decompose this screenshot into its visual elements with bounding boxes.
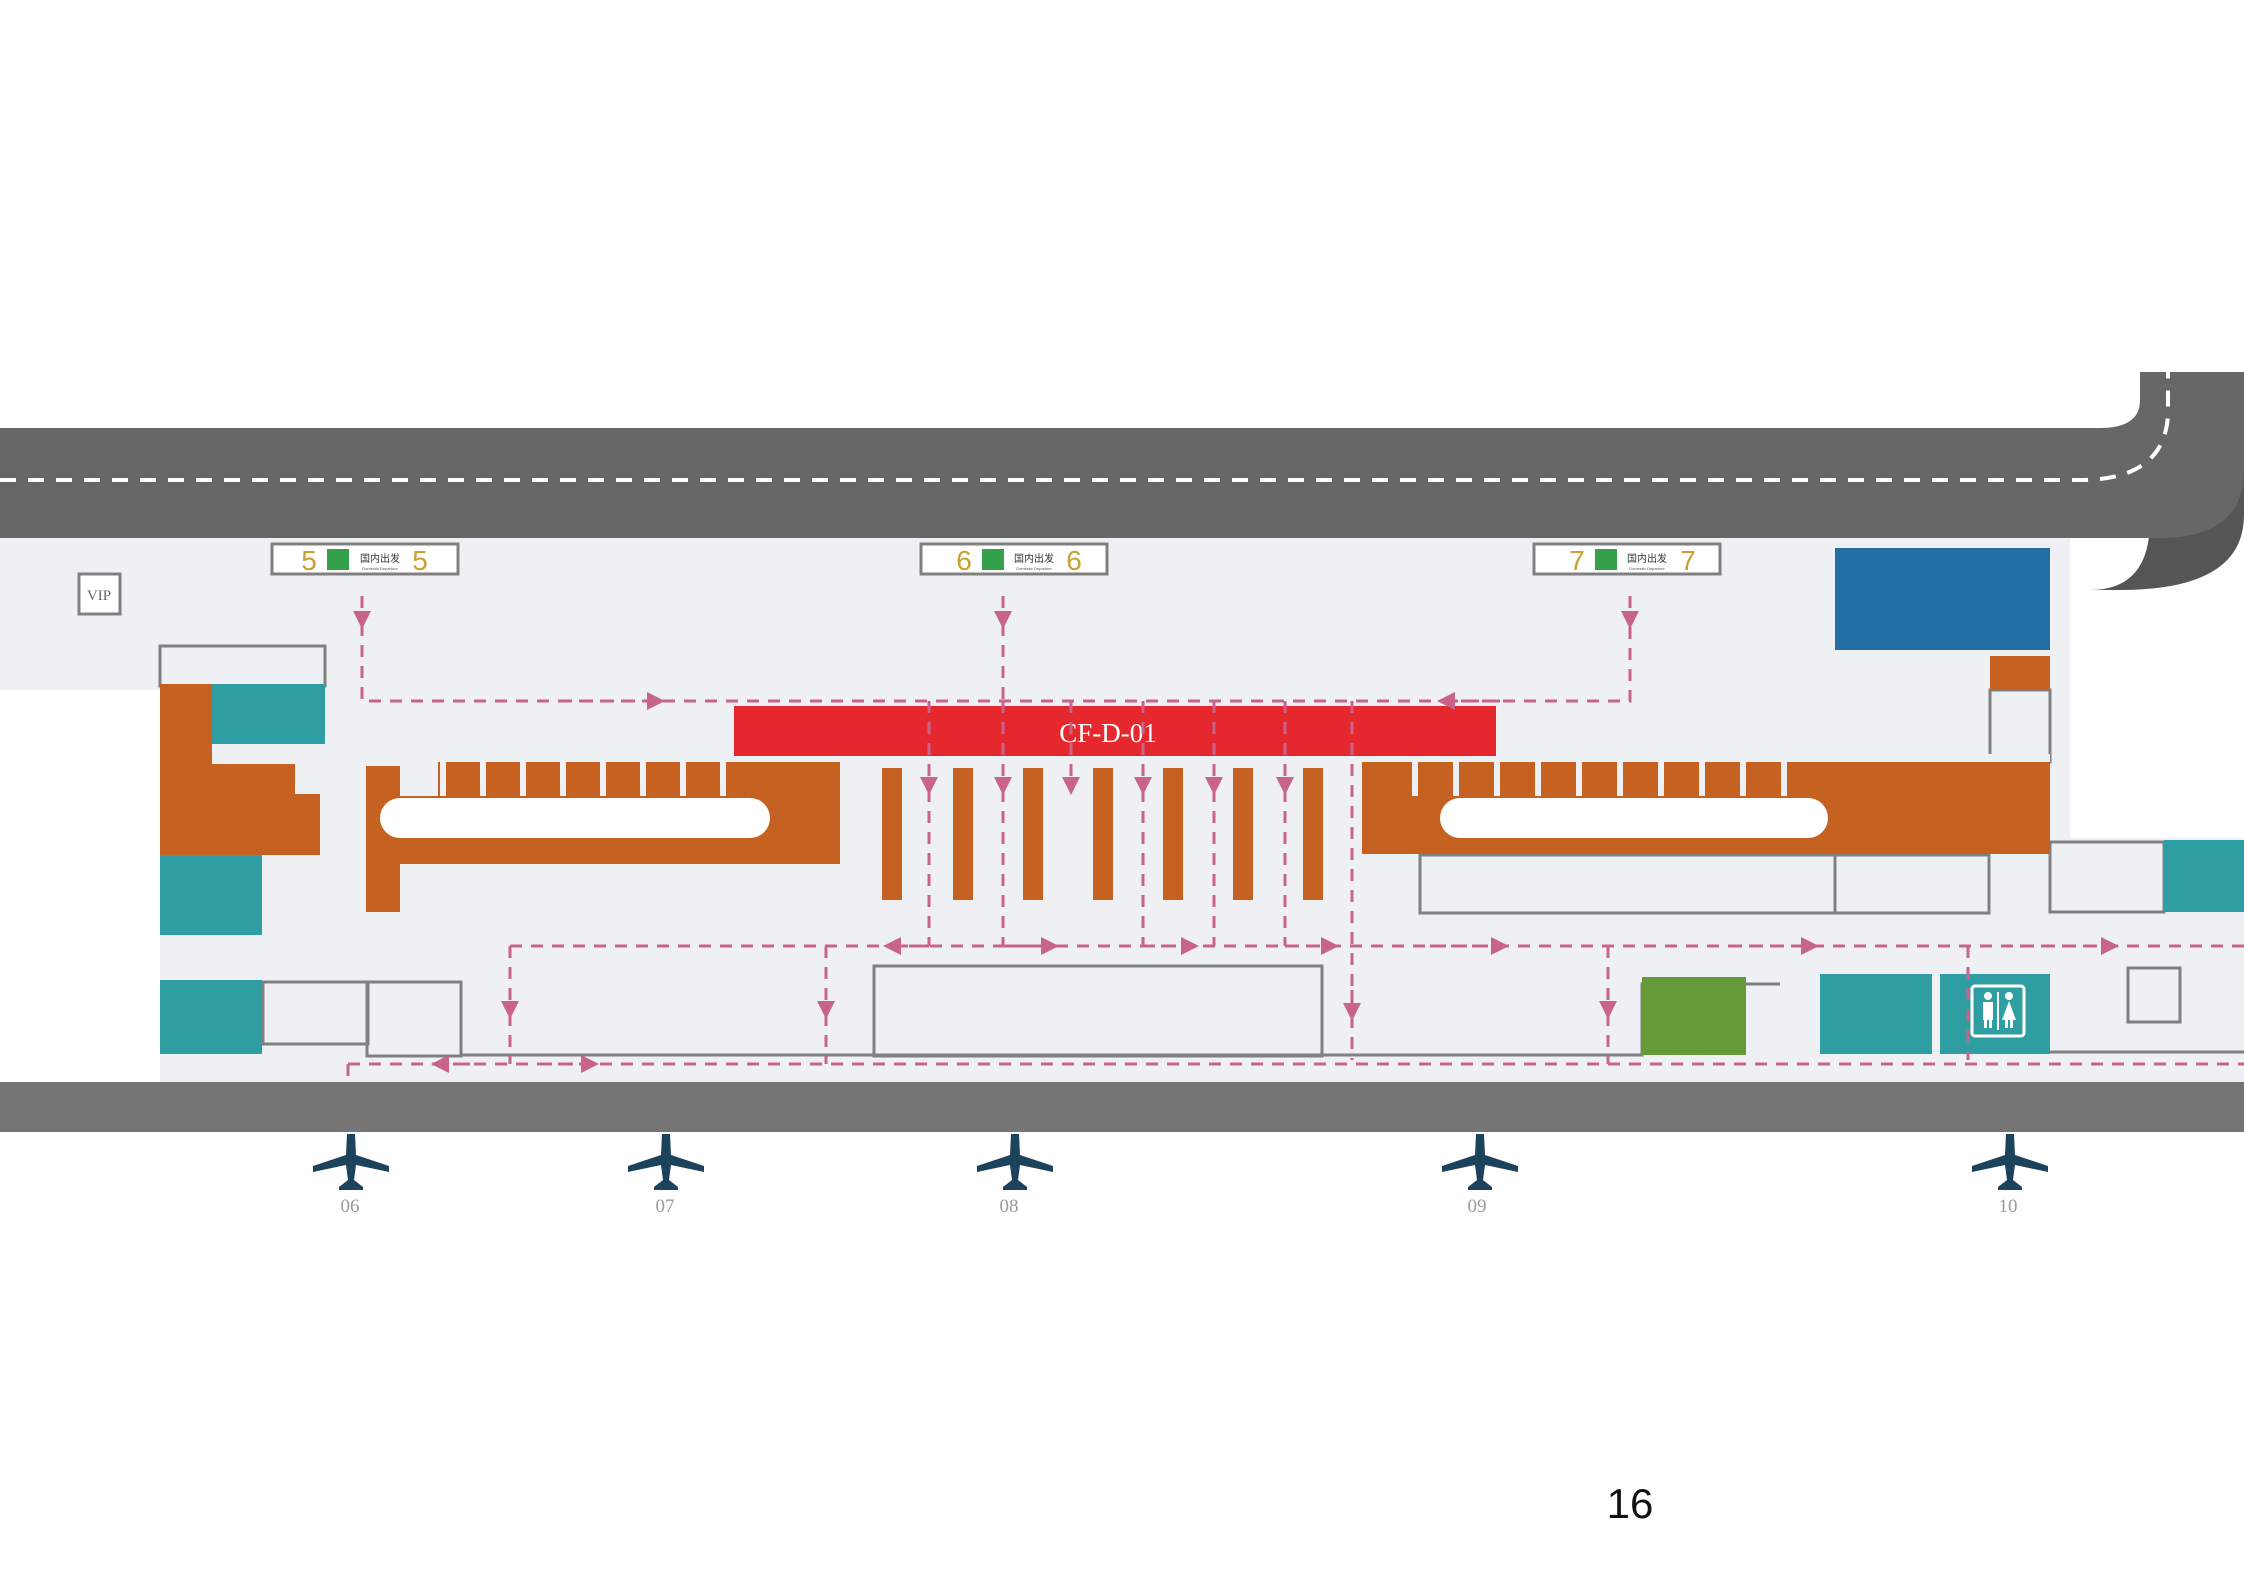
gate-label: 10 [1999, 1196, 2018, 1217]
checkin-area-label: CF-D-01 [1059, 718, 1157, 748]
entrance-number: 6 [1066, 545, 1082, 576]
airplane-icon [977, 1134, 1053, 1190]
airplane-icon [982, 549, 1004, 570]
airplane-icon [313, 1134, 389, 1190]
entrance-number: 7 [1680, 545, 1696, 576]
gate-label: 06 [341, 1196, 360, 1217]
service-blocks [160, 548, 2244, 1055]
entrance-sign-6: 6 国内出发 Domestic Departure 6 [919, 542, 1109, 576]
entrance-subtext: Domestic Departure [1629, 566, 1665, 571]
checkin-area-banner: CF-D-01 [734, 706, 1496, 756]
entrance-text: 国内出发 [1014, 552, 1054, 565]
gate-06: 06 [313, 1134, 389, 1217]
airplane-icon [628, 1134, 704, 1190]
entrance-number: 6 [956, 545, 972, 576]
upper-roadway [0, 372, 2244, 590]
entrance-number: 5 [412, 545, 428, 576]
counter-openings [380, 798, 1828, 838]
gate-label: 09 [1468, 1196, 1487, 1217]
entrance-subtext: Domestic Departure [362, 566, 398, 571]
gate-09: 09 [1442, 1134, 1518, 1217]
gate-label: 08 [1000, 1196, 1019, 1217]
passenger-flow-paths [346, 596, 2244, 1090]
vip-room: VIP [77, 572, 122, 616]
entrance-sign-5: 5 国内出发 Domestic Departure 5 [270, 542, 460, 576]
room-outlines [158, 644, 2244, 1058]
gate-08: 08 [977, 1134, 1053, 1217]
apron-road [0, 1082, 2244, 1132]
vip-label: VIP [87, 588, 111, 604]
airplane-icon [1972, 1134, 2048, 1190]
entrance-sign-7: 7 国内出发 Domestic Departure 7 [1532, 542, 1722, 576]
entrance-number: 5 [301, 545, 317, 576]
gate-07: 07 [628, 1134, 704, 1217]
gate-10: 10 [1972, 1134, 2048, 1217]
gates: 06 07 08 09 10 [313, 1134, 2048, 1217]
counter-slots [366, 754, 2050, 864]
airplane-icon [1595, 549, 1617, 570]
restroom-icon [1970, 984, 2026, 1038]
entrance-text: 国内出发 [360, 552, 400, 565]
airplane-icon [1442, 1134, 1518, 1190]
entrance-subtext: Domestic Departure [1016, 566, 1052, 571]
airplane-icon [327, 549, 349, 570]
entrance-signs: 5 国内出发 Domestic Departure 5 6 国内出发 Domes… [270, 542, 1722, 576]
page-number: 16 [1606, 1480, 1654, 1527]
entrance-number: 7 [1569, 545, 1585, 576]
gate-label: 07 [656, 1196, 675, 1217]
entrance-text: 国内出发 [1627, 552, 1667, 565]
